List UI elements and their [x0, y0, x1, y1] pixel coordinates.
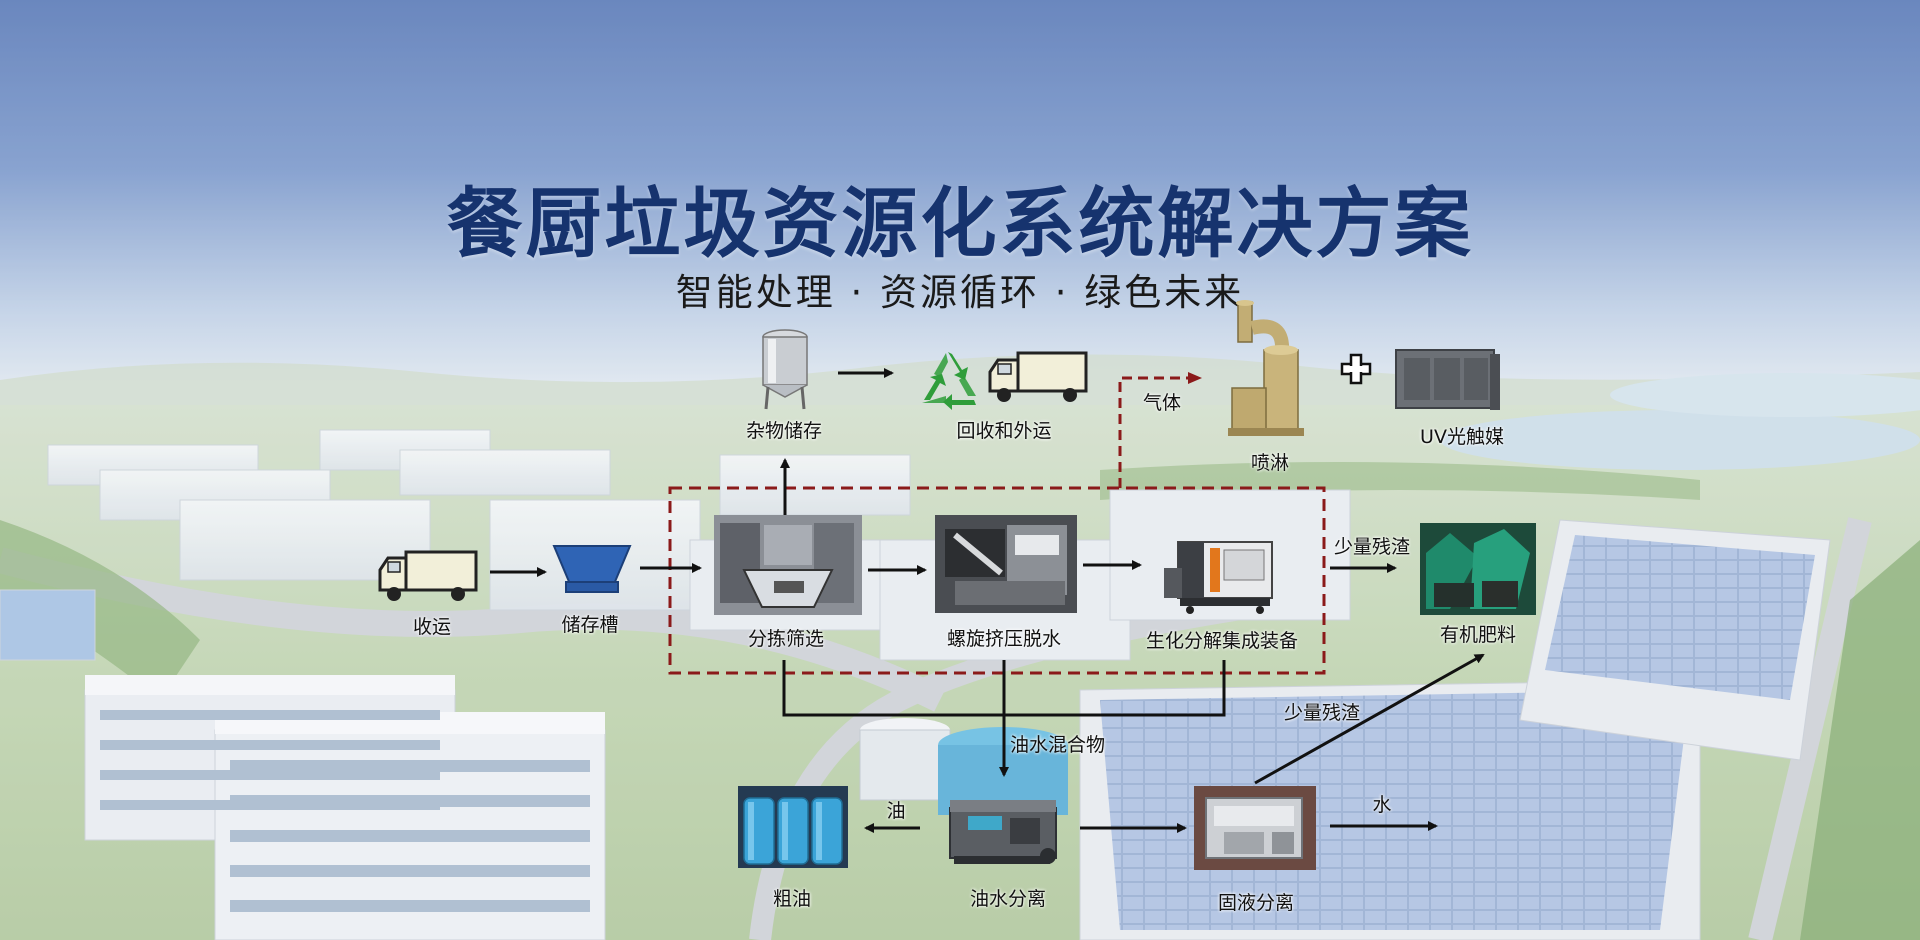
- page-title: 餐厨垃圾资源化系统解决方案: [446, 179, 1474, 268]
- page-subtitle: 智能处理 · 资源循环 · 绿色未来: [675, 271, 1245, 314]
- solid-liquid-separator-photo: [1194, 786, 1316, 870]
- node-label-fertilizer: 有机肥料: [1439, 624, 1517, 646]
- sorting-machine-photo: [714, 515, 862, 615]
- uv-photocatalysis-unit-icon: [1395, 349, 1500, 410]
- node-label-collect: 收运: [412, 616, 452, 638]
- plus-icon: [1340, 353, 1372, 385]
- edge-label-oil: 油: [886, 800, 906, 822]
- spray-scrubber-tower-icon: [1228, 300, 1304, 436]
- collection-truck-icon: [378, 550, 478, 601]
- node-label-sundries-storage: 杂物储存: [745, 420, 823, 442]
- arrow-solidliquid-fertilizer: [1254, 653, 1485, 785]
- node-label-sorting: 分拣筛选: [747, 628, 825, 650]
- node-label-storage-tank: 储存槽: [561, 614, 619, 636]
- sundries-storage-tank-icon: [762, 329, 808, 410]
- edge-label-gas: 气体: [1142, 392, 1182, 414]
- edge-label-water: 水: [1372, 794, 1392, 816]
- node-label-crude-oil: 粗油: [772, 888, 812, 910]
- screw-press-machine-photo: [935, 515, 1077, 613]
- recycle-icon: [922, 352, 976, 410]
- node-label-recycling: 回收和外运: [956, 420, 1052, 442]
- biodegradation-unit-icon: [1164, 541, 1273, 614]
- node-label-screw-press: 螺旋挤压脱水: [946, 628, 1062, 650]
- crude-oil-tanks-icon: [738, 786, 848, 868]
- edge-label-small-residue-top: 少量残渣: [1333, 536, 1411, 558]
- storage-hopper-icon: [552, 545, 632, 593]
- node-label-oil-water-separation: 油水分离: [969, 888, 1047, 910]
- organic-fertilizer-photo: [1420, 523, 1536, 615]
- edge-label-oil-water-mix: 油水混合物: [1010, 734, 1106, 756]
- node-label-spray: 喷淋: [1250, 452, 1290, 474]
- node-label-solid-liquid-separation: 固液分离: [1217, 892, 1295, 914]
- gas-flow-line: [1118, 372, 1202, 488]
- oil-water-separator-icon: [949, 800, 1057, 864]
- node-label-biodegrade: 生化分解集成装备: [1145, 630, 1299, 652]
- core-process-dashed-box: [668, 486, 1326, 675]
- edge-label-small-residue-bottom: 少量残渣: [1283, 702, 1361, 724]
- node-label-uv: UV光触媒: [1420, 426, 1504, 448]
- recycling-truck-icon: [988, 351, 1088, 402]
